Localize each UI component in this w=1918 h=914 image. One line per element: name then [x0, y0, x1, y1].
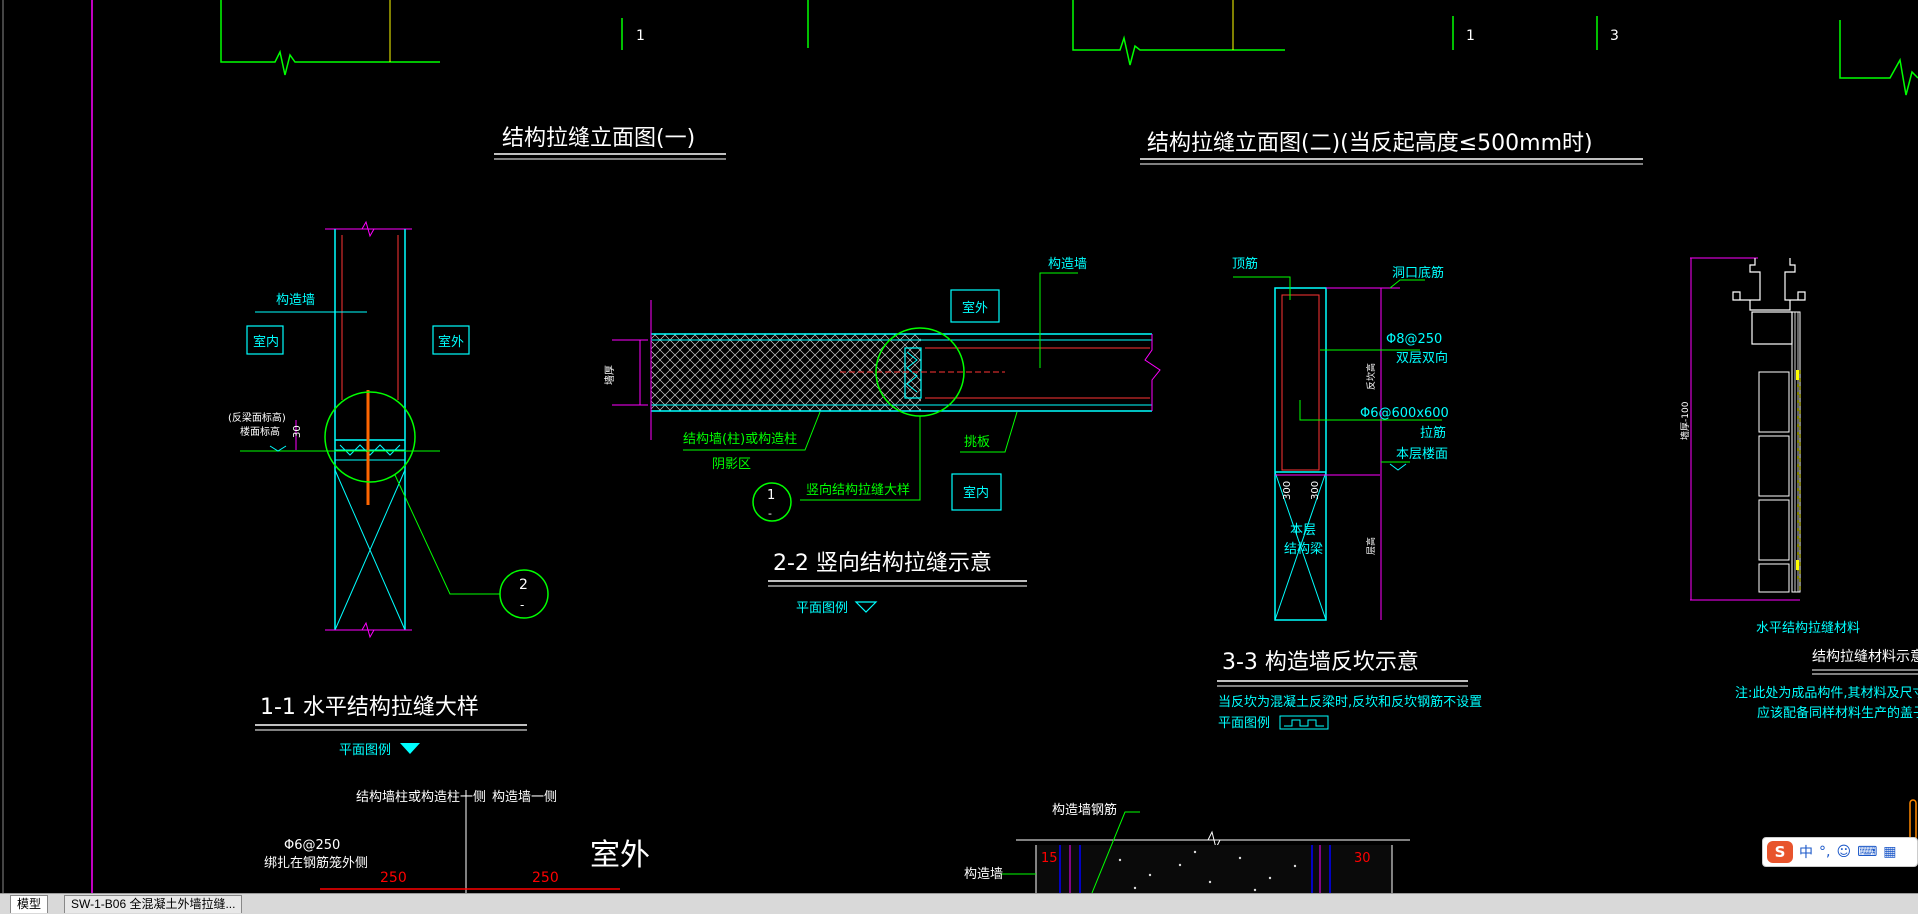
toolbox-grid-icon[interactable]: ▦	[1883, 844, 1897, 860]
s11-legend-triangle	[400, 743, 420, 754]
s11-callout-circle	[499, 569, 549, 619]
bottom-dim-250a: 250	[380, 870, 407, 886]
bottom-label-col: 结构墙柱或构造柱一侧	[356, 790, 486, 805]
s33-label-top: 顶筋	[1232, 256, 1258, 272]
mat-caption-2: 结构拉缝材料示意	[1812, 648, 1918, 665]
s33-label-rebar1: Φ8@250	[1386, 332, 1442, 347]
mat-note-1: 注:此处为成品构件,其材料及尺寸均由厂家	[1735, 685, 1918, 701]
s11-subtitle: 平面图例	[339, 743, 391, 758]
sogou-logo-icon[interactable]: S	[1767, 841, 1793, 863]
bottom-detail-drawing	[320, 790, 1410, 893]
section-1-1-drawing	[240, 220, 500, 639]
top-number-1: 1	[636, 28, 645, 44]
s33-dim-1: 300	[1282, 481, 1293, 500]
s22-outdoor-box	[950, 289, 1000, 323]
section-3-3-drawing	[1233, 276, 1442, 621]
bottom-rebar-note: 绑扎在钢筋笼外侧	[264, 855, 368, 871]
keyboard-icon[interactable]: ⌨	[1857, 844, 1878, 860]
mat-thermometer	[1909, 799, 1917, 841]
s33-label-rebar1b: 双层双向	[1396, 350, 1448, 366]
s11-indoor-label: 室内	[253, 334, 279, 350]
s22-label-wall: 构造墙	[1048, 257, 1087, 272]
ime-toolbar[interactable]: S 中 °, ☺ ⌨ ▦	[1762, 837, 1918, 867]
section-2-2-drawing	[612, 272, 1161, 501]
s22-label-detail: 竖向结构拉缝大样	[806, 482, 910, 498]
s33-beam-1: 本层	[1290, 523, 1316, 538]
s11-outdoor-label: 室外	[438, 334, 464, 350]
s33-label-rebar2: Φ6@600x600	[1360, 406, 1449, 421]
top-fragment-7	[1839, 20, 1918, 96]
bottom-outdoor: 室外	[590, 838, 650, 873]
s11-indoor-box	[246, 325, 284, 355]
title-elevation-1: 结构拉缝立面图(一)	[502, 126, 695, 151]
top-fragment-1	[220, 0, 440, 76]
tab-model[interactable]: 模型	[10, 895, 49, 913]
top-fragment-4	[1072, 0, 1285, 66]
s33-label-rebar2b: 拉筋	[1420, 425, 1446, 441]
bottom-label-wall2: 构造墙	[964, 867, 1003, 882]
cad-drawing-canvas[interactable]: 1 1 3 结构拉缝立面图(一) 结构拉缝立面图(二)(当反起高度≤500mm时…	[0, 0, 1918, 893]
s22-dim-left: 墙厚	[603, 365, 616, 385]
s33-title: 3-3 构造墙反坎示意	[1222, 650, 1419, 675]
s33-label-floor: 本层楼面	[1396, 447, 1448, 462]
top-number-3: 3	[1610, 28, 1619, 44]
title-elevation-2: 结构拉缝立面图(二)(当反起高度≤500mm时)	[1147, 131, 1593, 156]
s33-note: 当反坎为混凝土反梁时,反坎和反坎钢筋不设置	[1218, 694, 1482, 710]
material-profile-drawing	[1690, 257, 1806, 601]
bottom-label-rebar: 构造墙钢筋	[1052, 802, 1117, 818]
s22-outdoor-label: 室外	[962, 300, 988, 316]
s22-callout-number: 1	[767, 488, 775, 503]
ime-language-toggle[interactable]: 中	[1799, 845, 1813, 861]
mat-caption-1: 水平结构拉缝材料	[1756, 621, 1860, 636]
s11-callout-sub: -	[520, 598, 524, 612]
mat-note-2: 应该配备同样材料生产的盖子,以保证	[1757, 705, 1918, 721]
bottom-dim-30: 30	[1354, 851, 1371, 866]
layout-tab-bar: 模型 SW-1-B06 全混凝土外墙拉缝...	[0, 893, 1918, 914]
bottom-dim-250b: 250	[532, 870, 559, 886]
top-number-2: 1	[1466, 28, 1475, 44]
bottom-dim-15: 15	[1041, 851, 1058, 866]
bottom-rebar: Φ6@250	[284, 838, 340, 853]
s22-legend-triangle	[854, 601, 878, 613]
emoji-icon[interactable]: ☺	[1836, 844, 1852, 860]
s22-indoor-label: 室内	[963, 485, 989, 501]
s22-label-struct: 结构墙(柱)或构造柱	[683, 432, 797, 447]
s22-indoor-box	[951, 473, 1002, 511]
s22-label-board: 挑板	[964, 435, 990, 450]
s22-callout-circle	[752, 482, 792, 522]
tab-layout[interactable]: SW-1-B06 全混凝土外墙拉缝...	[64, 895, 243, 913]
s33-legend: 平面图例	[1218, 716, 1270, 731]
s33-legend-steps	[1284, 719, 1324, 727]
s11-outdoor-box	[432, 325, 470, 355]
s11-callout-number: 2	[519, 577, 528, 593]
s11-title: 1-1 水平结构拉缝大样	[260, 695, 479, 720]
s33-side-1: 反坎高	[1365, 363, 1377, 390]
ime-punctuation-toggle[interactable]: °,	[1819, 844, 1831, 860]
s22-label-shade: 阴影区	[712, 457, 751, 472]
s11-note-2: 楼面标高	[240, 425, 280, 438]
s33-side-2: 层高	[1365, 537, 1377, 555]
s33-dim-2: 300	[1310, 481, 1321, 500]
s11-dim-30: 30	[292, 425, 303, 438]
s33-label-hole: 洞口底筋	[1392, 265, 1444, 281]
mat-dim: 墙厚-100	[1679, 401, 1691, 440]
s33-beam-2: 结构梁	[1284, 542, 1323, 557]
s22-subtitle: 平面图例	[796, 601, 848, 616]
s22-title: 2-2 竖向结构拉缝示意	[773, 551, 992, 576]
s33-legend-symbol	[1279, 715, 1329, 730]
s22-callout-sub: -	[768, 507, 772, 520]
bottom-label-wall: 构造墙一侧	[492, 790, 557, 805]
s11-label-wall: 构造墙	[276, 293, 315, 308]
s11-note-1: (反梁面标高)	[228, 411, 286, 424]
